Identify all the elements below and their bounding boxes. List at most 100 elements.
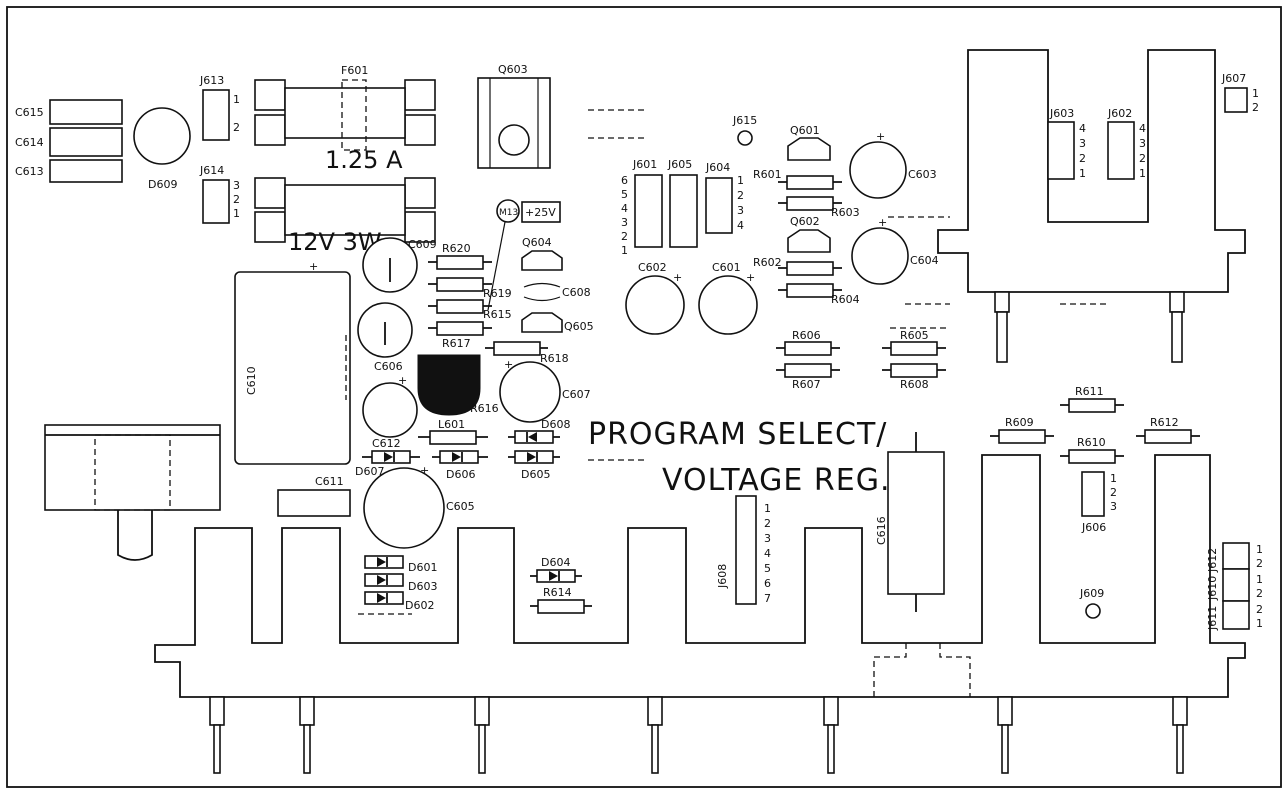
diodes-d601-d603 [358,555,412,615]
fuse-rating-label: 1.25 A [325,146,403,174]
pin-label: 4 [764,547,771,560]
capacitor-c611 [277,489,351,517]
pin-label: 1 [1256,543,1263,556]
label-r609: R609 [1005,416,1034,429]
dashed-cutout [873,643,971,697]
label-r603: R603 [831,206,860,219]
pin-label: 2 [233,193,240,206]
label-r617: R617 [442,337,471,350]
label-m13: M13 [499,208,518,218]
label-q604: Q604 [522,236,552,249]
label-f601: F601 [341,64,368,77]
capacitor-c613-c615 [49,99,123,183]
capacitor-c602 [625,275,685,335]
label-c608: C608 [562,286,591,299]
label-j613: J613 [199,74,224,87]
resistor-r618 [493,341,541,356]
heatsink-r616 [417,354,481,416]
capacitor-c608 [523,282,561,302]
label-c604: C604 [910,254,939,267]
label-d606: D606 [446,468,475,481]
connector-j603 [1047,121,1075,180]
pin-label: 2 [1139,152,1146,165]
resistor-r611 [1068,398,1116,413]
lamp-holder [254,177,436,243]
pin-label: 3 [737,204,744,217]
resistor-r608 [890,363,938,378]
capacitor-c616 [887,451,945,595]
resistor-r610 [1068,449,1116,464]
polarity-mark: + [876,130,885,143]
j604-pins: 1 2 3 4 [737,174,744,232]
polarity-mark: + [673,271,682,284]
label-c610: C610 [245,366,258,395]
pin-label: 2 [233,121,240,134]
pin-label: 1 [1139,167,1146,180]
connector-j607 [1224,87,1248,113]
pin-label: 1 [737,174,744,187]
label-r606: R606 [792,329,821,342]
label-j601: J601 [632,158,657,171]
label-plus-25v: +25V [525,206,556,219]
left-connector [44,424,221,561]
pin-label: 1 [1079,167,1086,180]
transistor-q602 [787,229,831,253]
capacitor-c605 [363,467,445,549]
label-d609: D609 [148,178,177,191]
connector-j606 [1081,471,1105,517]
connector-j604 [705,177,733,234]
pin-label: 5 [764,562,771,575]
pin-label: 3 [1139,137,1146,150]
label-r602: R602 [753,256,782,269]
inductor-l601 [429,430,477,445]
label-j615: J615 [732,114,757,127]
board-title-line1: PROGRAM SELECT/ [588,417,887,452]
capacitor-c612-can [362,382,418,438]
label-j612: J612 [1206,548,1219,573]
pin-label: 7 [764,592,771,605]
label-r615: R615 [483,308,512,321]
resistor-r612 [1144,429,1192,444]
label-j610: J610 [1206,576,1219,601]
transistor-q605 [521,312,563,333]
label-c601: C601 [712,261,741,274]
label-r605: R605 [900,329,929,342]
label-d604: D604 [541,556,570,569]
resistor-r605 [890,341,938,356]
pin-label: 2 [764,517,771,530]
pin-label: 6 [621,174,628,187]
pin-label: 3 [1079,137,1086,150]
label-c609: C609 [408,238,437,251]
connector-j602 [1107,121,1135,180]
resistor-r604 [786,283,834,298]
label-c615: C615 [15,106,44,119]
label-r611: R611 [1075,385,1104,398]
label-r618: R618 [540,352,569,365]
resistor-r609 [998,429,1046,444]
pin-label: 4 [1139,122,1146,135]
label-c603: C603 [908,168,937,181]
pin-label: 3 [621,216,628,229]
label-c613: C613 [15,165,44,178]
connector-stack-right [1222,542,1250,630]
label-r619: R619 [483,287,512,300]
pin-label: 4 [1079,122,1086,135]
pin-label: 5 [621,188,628,201]
resistor-r607 [784,363,832,378]
j608-pins: 1 2 3 4 5 6 7 [764,502,771,605]
pin-label: 1 [233,207,240,220]
pin-label: 2 [1256,587,1263,600]
capacitor-c610 [234,271,351,465]
fuse-holder-f601 [254,79,436,151]
voltage-tag [521,201,561,223]
label-q602: Q602 [790,215,820,228]
resistor-r620 [436,255,484,270]
resistor-r614 [537,599,585,614]
pin-label: 3 [1110,500,1117,513]
j601-pins: 6 5 4 3 2 1 [621,174,628,257]
label-c606: C606 [374,360,403,373]
label-c614: C614 [15,136,44,149]
resistor-r601 [786,175,834,190]
pin-label: 1 [1256,573,1263,586]
